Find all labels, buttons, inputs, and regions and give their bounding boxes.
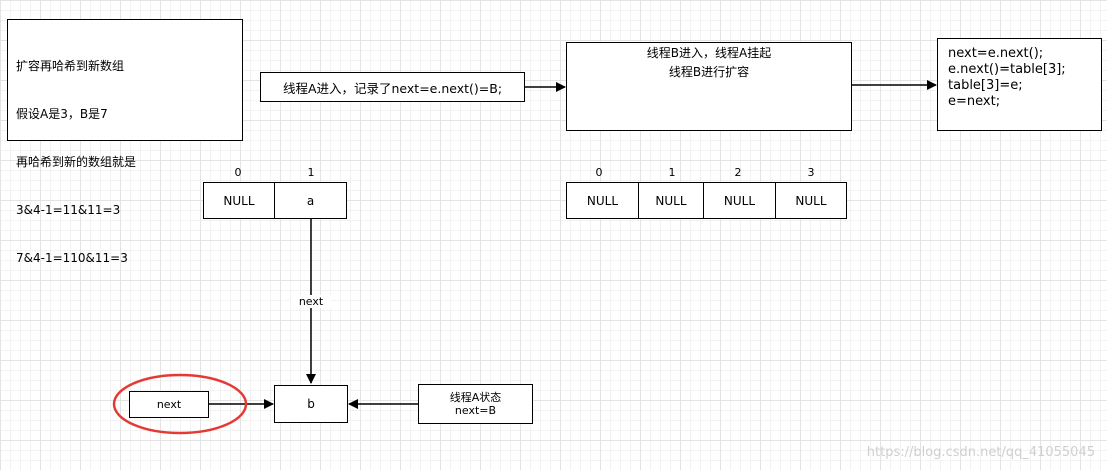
code-line-4: e=next; <box>948 94 1001 109</box>
thread-a-state-box: 线程A状态 next=B <box>418 384 533 424</box>
code-box: next=e.next(); e.next()=table[3]; table[… <box>937 38 1102 131</box>
new-table-cell-0: NULL <box>566 182 639 219</box>
rehash-note: 扩容再哈希到新数组 假设A是3，B是7 再哈希到新的数组就是 3&4-1=11&… <box>7 19 243 265</box>
new-table-cell-1: NULL <box>638 182 704 219</box>
new-table-cell-2: NULL <box>703 182 776 219</box>
old-table-index-0: 0 <box>234 166 242 179</box>
new-table-index-2: 2 <box>734 166 742 179</box>
new-table-index-0: 0 <box>595 166 603 179</box>
code-line-1: next=e.next(); <box>948 46 1044 61</box>
node-next: next <box>129 391 209 418</box>
old-table-index-1: 1 <box>307 166 315 179</box>
thread-a-state-line-2: next=B <box>454 404 497 417</box>
rehash-line-2: 假设A是3，B是7 <box>16 107 108 121</box>
watermark: https://blog.csdn.net/qq_41055045 <box>866 445 1095 460</box>
thread-b-line-1: 线程B进入，线程A挂起 <box>646 46 772 60</box>
thread-a-enter-text: 线程A进入，记录了next=e.next()=B; <box>282 80 503 96</box>
rehash-line-3: 再哈希到新的数组就是 <box>16 155 137 169</box>
thread-b-box: 线程B进入，线程A挂起 线程B进行扩容 <box>566 42 852 131</box>
rehash-line-5: 7&4-1=110&11=3 <box>16 251 128 265</box>
code-line-2: e.next()=table[3]; <box>948 62 1066 77</box>
new-table-index-1: 1 <box>668 166 676 179</box>
old-table-cell-0: NULL <box>203 182 275 219</box>
new-table-cell-3: NULL <box>775 182 847 219</box>
thread-b-line-2: 线程B进行扩容 <box>668 65 750 79</box>
edge-label-next: next <box>291 295 331 308</box>
rehash-line-4: 3&4-1=11&11=3 <box>16 203 121 217</box>
node-b: b <box>274 385 348 423</box>
code-line-3: table[3]=e; <box>948 78 1023 93</box>
old-table-cell-1: a <box>274 182 347 219</box>
new-table-index-3: 3 <box>807 166 815 179</box>
thread-a-enter-box: 线程A进入，记录了next=e.next()=B; <box>260 72 525 102</box>
rehash-line-1: 扩容再哈希到新数组 <box>16 59 125 73</box>
highlight-ellipse <box>112 373 248 435</box>
thread-a-state-line-1: 线程A状态 <box>449 391 502 404</box>
